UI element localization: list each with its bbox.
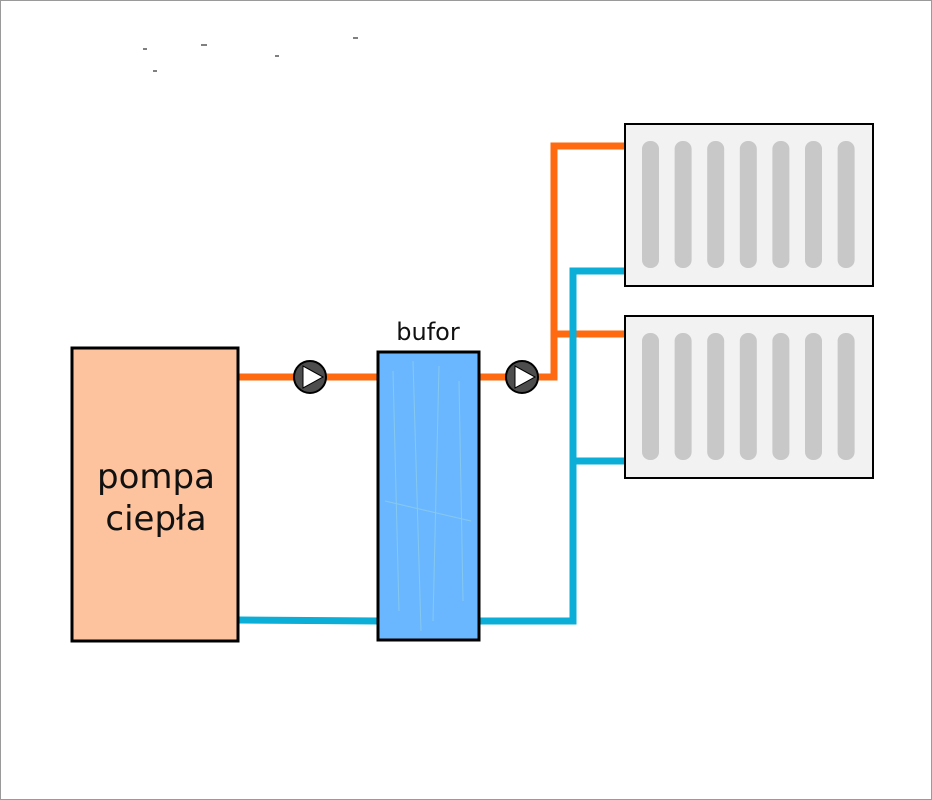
- radiator-fin: [674, 141, 692, 268]
- hot-pipe-buffer-to-radiators: [479, 142, 626, 381]
- buffer-texture: [384, 360, 472, 632]
- radiator-fin: [805, 141, 822, 268]
- radiator-fin: [739, 333, 757, 460]
- radiator-fin: [642, 141, 659, 268]
- heat-pump: pompa ciepła: [70, 346, 240, 643]
- circulation-pump-icon: [293, 360, 327, 394]
- radiator-fin: [707, 141, 725, 268]
- buffer-tank: bufor: [376, 318, 481, 642]
- cold-pipe-radiators-to-buffer: [479, 267, 626, 625]
- radiator-icon: [624, 315, 874, 479]
- radiator-icon: [624, 123, 874, 287]
- heat-pump-label-line1: pompa: [97, 457, 215, 497]
- radiator-fin: [837, 141, 855, 268]
- radiator-fin: [837, 333, 855, 460]
- radiator-fin: [772, 333, 790, 460]
- buffer-label: bufor: [396, 318, 460, 346]
- cold-pipe-buffer-to-pump: [238, 616, 380, 625]
- cold-pipe: [238, 267, 626, 625]
- radiator-fin: [805, 333, 822, 460]
- circulation-pump-icon: [505, 360, 539, 394]
- heat-pump-label-line2: ciepła: [105, 499, 206, 539]
- radiator-fin: [707, 333, 725, 460]
- radiator-fin: [674, 333, 692, 460]
- stray-marks: [143, 37, 358, 72]
- radiator-fin: [772, 141, 790, 268]
- buffer-body: [376, 350, 481, 642]
- radiator-fin: [739, 141, 757, 268]
- heat-pump-body: [70, 346, 240, 643]
- radiator-fin: [642, 333, 659, 460]
